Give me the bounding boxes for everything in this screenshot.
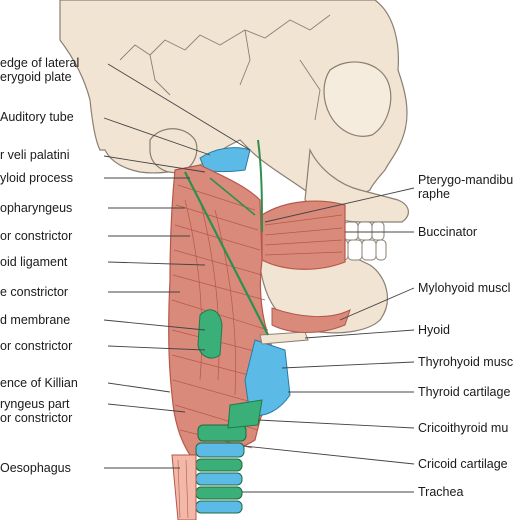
- label-oesophagus: Oesophagus: [0, 461, 71, 475]
- label-lateral-pterygoid-plate-line: erygoid plate: [0, 70, 72, 84]
- label-superior-constrictor-line: or constrictor: [0, 229, 73, 243]
- label-thyroid-cartilage: Thyroid cartilage: [418, 385, 510, 399]
- label-pterygo-mandibular-raphe-line: Pterygo-mandibu: [418, 173, 514, 187]
- label-dehiscence-of-killian: ence of Killian: [0, 376, 78, 390]
- label-mylohyoid-muscle: Mylohyoid muscl: [418, 281, 510, 295]
- label-hyoid-line: Hyoid: [418, 323, 450, 337]
- orbit: [323, 61, 392, 137]
- label-tensor-veli-palatini: r veli palatini: [0, 148, 69, 162]
- stylohyoid-ligament-shape: [184, 171, 269, 336]
- label-trachea: Trachea: [418, 485, 463, 499]
- label-thyroid-cartilage-line: Thyroid cartilage: [418, 385, 511, 399]
- label-styloid-process-line: yloid process: [0, 171, 73, 185]
- label-auditory-tube-line: Auditory tube: [0, 110, 74, 124]
- hyoid-bone: [259, 331, 309, 345]
- label-dehiscence-of-killian-line: ence of Killian: [0, 376, 78, 390]
- label-trachea-line: Trachea: [418, 485, 464, 499]
- label-superior-constrictor: or constrictor: [0, 229, 72, 243]
- label-stylohyoid-ligament-line: oid ligament: [0, 255, 68, 269]
- buccinator-muscle: [261, 200, 346, 270]
- label-pterygo-mandibular-raphe-line: raphe: [418, 187, 450, 201]
- styloid-process-shape: [209, 177, 256, 216]
- label-mylohyoid-muscle-line: Mylohyoid muscl: [418, 281, 511, 295]
- label-styloid-process: yloid process: [0, 171, 73, 185]
- leader-lines: [103, 63, 415, 493]
- label-thyrohyoid-muscle: Thyrohyoid musc: [418, 355, 513, 369]
- label-cricothyroid-muscle-line: Cricoithyroid mu: [418, 421, 509, 435]
- pterygo-mandibular-raphe-shape: [257, 139, 263, 233]
- label-stylopharyngeus-line: opharyngeus: [0, 201, 73, 215]
- label-buccinator-line: Buccinator: [418, 225, 478, 239]
- cricothyroid-shape: [227, 399, 263, 429]
- label-buccinator: Buccinator: [418, 225, 477, 239]
- label-middle-constrictor-line: e constrictor: [0, 285, 69, 299]
- label-middle-constrictor: e constrictor: [0, 285, 68, 299]
- oesophagus-fibers: [177, 459, 189, 519]
- mastoid: [149, 128, 198, 174]
- label-inferior-constrictor: or constrictor: [0, 339, 72, 353]
- label-tensor-veli-palatini-line: r veli palatini: [0, 148, 70, 162]
- label-cricoid-cartilage: Cricoid cartilage: [418, 457, 508, 471]
- mylohyoid-shape: [271, 307, 351, 333]
- label-inferior-constrictor-line: or constrictor: [0, 339, 73, 353]
- label-hyoid: Hyoid: [418, 323, 450, 337]
- label-thyrohyoid-muscle-line: Thyrohyoid musc: [418, 355, 514, 369]
- label-auditory-tube: Auditory tube: [0, 110, 74, 124]
- label-thyrohyoid-membrane: d membrane: [0, 313, 70, 327]
- label-thyrohyoid-membrane-line: d membrane: [0, 313, 71, 327]
- oesophagus-shape: [171, 454, 197, 521]
- label-cricothyroid-muscle: Cricoithyroid mu: [418, 421, 508, 435]
- label-cricopharyngeus-part-line: ryngeus part: [0, 397, 70, 411]
- label-stylohyoid-ligament: oid ligament: [0, 255, 67, 269]
- label-stylopharyngeus: opharyngeus: [0, 201, 72, 215]
- label-cricopharyngeus-part-line: or constrictor: [0, 411, 73, 425]
- skull-sutures: [119, 14, 371, 121]
- thyrohyoid-membrane-shape: [197, 309, 223, 359]
- buccinator-fibers: [264, 214, 343, 256]
- label-cricoid-cartilage-line: Cricoid cartilage: [418, 457, 508, 471]
- label-lateral-pterygoid-plate-line: edge of lateral: [0, 56, 80, 70]
- label-oesophagus-line: Oesophagus: [0, 461, 71, 475]
- trachea-rings: [195, 424, 247, 514]
